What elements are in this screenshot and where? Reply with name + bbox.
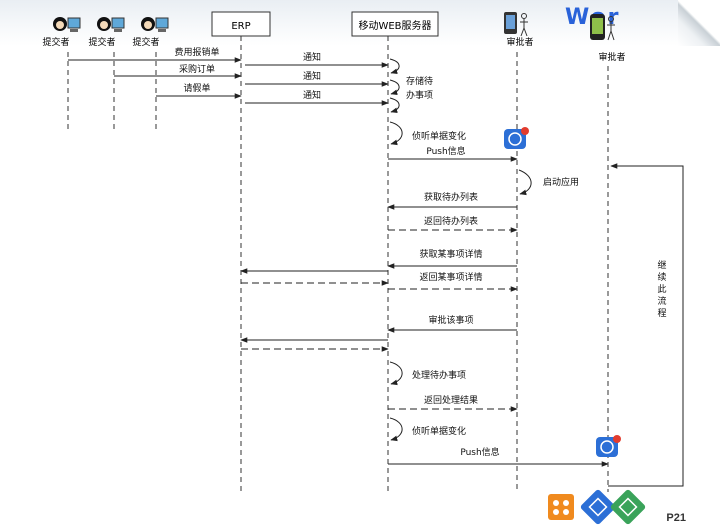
web-server-label: 移动WEB服务器 — [358, 19, 431, 32]
label-continue-1: 继 — [657, 259, 666, 271]
submitter-icon-2 — [97, 17, 125, 32]
self-loop-2 — [389, 79, 400, 96]
label-continue-3: 此 — [657, 283, 666, 295]
label-approve-item: 审批该事项 — [428, 314, 473, 326]
label-get-item-detail: 获取某事项详情 — [419, 248, 482, 260]
page-curl — [678, 0, 720, 46]
app-store-icon-1 — [504, 127, 529, 149]
label-get-todo-list: 获取待办列表 — [424, 191, 478, 203]
submitter-label-3: 提交者 — [132, 36, 159, 48]
label-purchase-order: 采购订单 — [179, 63, 215, 75]
approver-label-2: 审批者 — [598, 51, 625, 63]
label-listen-change-1: 侦听单据变化 — [412, 130, 466, 142]
submitter-label-1: 提交者 — [42, 36, 69, 48]
submitter-icon-1 — [53, 17, 81, 32]
label-return-item-detail: 返回某事项详情 — [419, 271, 482, 283]
self-loop-process — [389, 361, 403, 386]
app-store-icon-2 — [596, 435, 621, 457]
self-loop-1 — [389, 58, 400, 75]
label-store-todo-2: 办事项 — [406, 89, 433, 101]
phone-person-icon — [504, 12, 528, 37]
web-server-box — [351, 11, 439, 37]
footer-logo — [548, 489, 646, 525]
label-notify-2: 通知 — [303, 70, 321, 82]
self-loop-listen-2 — [389, 417, 403, 442]
label-continue-5: 程 — [657, 308, 666, 319]
erp-box — [211, 11, 271, 37]
label-push-1: Push信息 — [426, 145, 465, 157]
label-notify-3: 通知 — [303, 89, 321, 101]
self-loop-launch-app — [518, 169, 532, 196]
label-launch-app: 启动应用 — [543, 176, 579, 188]
label-continue-2: 续 — [657, 271, 666, 283]
label-process-todo: 处理待办事项 — [412, 369, 466, 381]
label-leave-form: 请假单 — [183, 82, 210, 94]
self-loop-listen-1 — [389, 121, 403, 146]
self-loop-3 — [389, 97, 400, 114]
label-store-todo-1: 存储待 — [406, 75, 433, 87]
submitter-label-2: 提交者 — [88, 36, 115, 48]
label-expense-form: 费用报销单 — [174, 46, 219, 58]
label-notify-1: 通知 — [303, 51, 321, 63]
label-return-todo-list: 返回待办列表 — [424, 215, 478, 227]
continue-flow-arrow — [608, 163, 684, 487]
label-return-result: 返回处理结果 — [424, 394, 478, 406]
page-number: P21 — [666, 512, 686, 524]
erp-label: ERP — [231, 21, 250, 32]
submitter-icon-3 — [141, 17, 169, 32]
android-phone-icon — [590, 14, 615, 41]
label-continue-4: 流 — [657, 295, 666, 307]
approver-label-1: 审批者 — [506, 36, 533, 48]
label-push-2: Push信息 — [460, 446, 499, 458]
label-listen-change-2: 侦听单据变化 — [412, 425, 466, 437]
